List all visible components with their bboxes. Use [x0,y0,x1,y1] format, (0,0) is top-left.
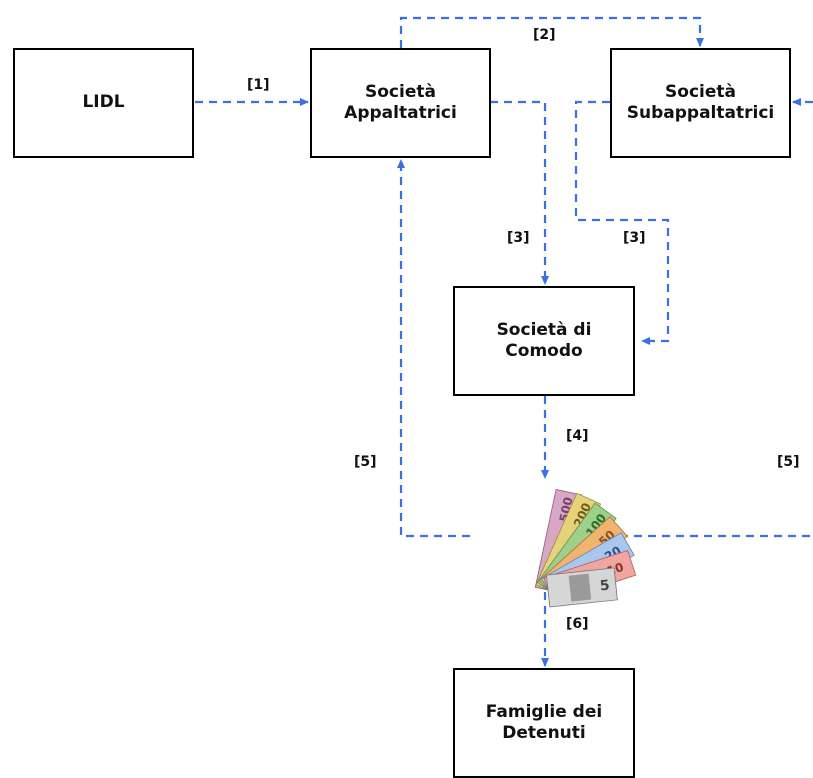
node-comodo: Società di Comodo [453,286,635,396]
node-famiglie-label: Famiglie dei Detenuti [485,701,603,743]
node-appaltatrici-label: Società Appaltatrici [344,81,457,123]
edge-label-6: [6] [566,616,589,632]
edge-label-3a: [3] [507,230,530,246]
edge-label-4: [4] [566,428,589,444]
edge-label-5b: [5] [777,454,800,470]
node-subappaltatrici-label: Società Subappaltatrici [626,81,775,123]
edge-label-3b: [3] [623,230,646,246]
node-subappaltatrici: Società Subappaltatrici [610,48,791,158]
node-famiglie: Famiglie dei Detenuti [453,668,635,778]
arrow-3a [490,100,549,285]
node-lidl: LIDL [13,48,194,158]
arrow-3b [574,100,670,345]
edge-label-1: [1] [247,77,270,93]
node-comodo-label: Società di Comodo [496,319,592,361]
euro-banknotes-icon: 500 200 100 50 20 10 5 [534,489,637,608]
node-lidl-label: LIDL [82,92,125,113]
svg-text:5: 5 [599,578,610,595]
node-appaltatrici: Società Appaltatrici [310,48,491,158]
edge-label-5a: [5] [354,454,377,470]
edge-label-2: [2] [533,27,556,43]
arrow-2 [399,16,704,48]
